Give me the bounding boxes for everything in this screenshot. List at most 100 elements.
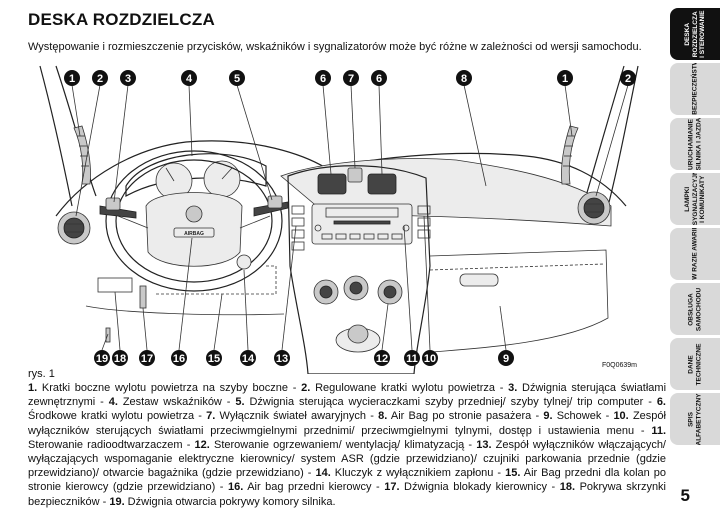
- callout-9: 9: [498, 350, 514, 366]
- right-a-pillar-inner: [585, 65, 625, 197]
- legend-number: 6.: [656, 396, 666, 409]
- glovebox-outline: [429, 249, 609, 353]
- svg-text:2: 2: [625, 73, 631, 85]
- chapter-tab-label: OBSŁUGA SAMOCHODU: [687, 287, 703, 331]
- legend-number: 19.: [109, 495, 125, 508]
- radio-unit: [311, 203, 413, 245]
- callout-17: 17: [139, 350, 155, 366]
- legend-text: Zespół wyłączników włączających/ wyłącza…: [28, 438, 666, 480]
- legend-number: 10.: [613, 410, 629, 423]
- chapter-tab-label: URUCHAMIANIE SILNIKA I JAZDA: [687, 118, 703, 170]
- callout-7: 7: [343, 70, 359, 86]
- callout-10: 10: [422, 350, 438, 366]
- legend-text: Zestaw wskaźników: [117, 396, 222, 409]
- legend-number: 9.: [543, 410, 553, 423]
- figure-legend: 1. Kratki boczne wylotu powietrza na szy…: [28, 382, 667, 508]
- callout-leader-lines: [71, 84, 629, 351]
- legend-number: 18.: [559, 481, 576, 494]
- legend-number: 3.: [508, 382, 518, 394]
- right-a-pillar-outline: [607, 65, 639, 207]
- chapter-tab-label: W RAZIE AWARII: [691, 228, 699, 280]
- callout-6-left: 6: [315, 70, 331, 86]
- right-adjustable-vent: [577, 191, 611, 225]
- callout-4: 4: [181, 70, 197, 86]
- brand-emblem: [185, 205, 203, 223]
- callout-15: 15: [206, 350, 222, 366]
- callout-6-right: 6: [371, 70, 387, 86]
- chapter-tab-label: DESKA ROZDZIELCZA I STEROWANIE: [683, 10, 706, 58]
- svg-text:12: 12: [376, 353, 388, 365]
- legend-text: Air Bag przedni dla kolan po stronie kie…: [28, 467, 666, 494]
- svg-text:6: 6: [376, 73, 382, 85]
- left-switch-panel: [291, 205, 305, 251]
- chapter-tab[interactable]: W RAZIE AWARII: [670, 228, 720, 280]
- legend-text: Kratki boczne wylotu powietrza na szyby …: [37, 382, 289, 394]
- svg-text:9: 9: [503, 353, 509, 365]
- svg-text:2: 2: [97, 73, 103, 85]
- callout-5: 5: [229, 70, 245, 86]
- chapter-tab[interactable]: SPIS ALFABETYCZNY: [670, 393, 720, 445]
- legend-text: Dźwignia sterująca światłami zewnętrznym…: [28, 382, 667, 409]
- svg-text:4: 4: [186, 73, 193, 85]
- page-number: 5: [680, 486, 690, 505]
- legend-number: 14.: [315, 467, 331, 480]
- steering-wheel-rim: [105, 150, 283, 292]
- callout-18: 18: [112, 350, 128, 366]
- legend-number: 16.: [227, 481, 244, 494]
- lights-stalk: [99, 197, 137, 219]
- svg-text:16: 16: [173, 353, 185, 365]
- svg-text:10: 10: [424, 353, 436, 365]
- svg-text:15: 15: [208, 353, 220, 365]
- callout-3: 3: [120, 70, 136, 86]
- svg-text:8: 8: [461, 73, 467, 85]
- legend-number: 17.: [384, 481, 400, 494]
- legend-text: Środkowe kratki wylotu powietrza: [28, 410, 195, 423]
- legend-text: Dźwignia otwarcia pokrywy komory silnika: [124, 495, 333, 508]
- chapter-tab[interactable]: DANE TECHNICZNE: [670, 338, 720, 390]
- chapter-tab[interactable]: DESKA ROZDZIELCZA I STEROWANIE: [670, 8, 720, 60]
- chapter-tab[interactable]: URUCHAMIANIE SILNIKA I JAZDA: [670, 118, 720, 170]
- glovebox-handle: [459, 273, 499, 287]
- svg-text:3: 3: [125, 73, 131, 85]
- legend-number: 15.: [505, 467, 521, 480]
- chapter-tab[interactable]: BEZPIECZEŃSTWO: [670, 63, 720, 115]
- legend-number: 13.: [476, 438, 492, 451]
- svg-text:11: 11: [406, 353, 418, 365]
- left-a-pillar-outline: [39, 65, 73, 207]
- callout-13: 13: [274, 350, 290, 366]
- chapter-tab-label: BEZPIECZEŃSTWO: [691, 63, 699, 115]
- intro-text: Występowanie i rozmieszczenie przycisków…: [28, 41, 642, 53]
- svg-text:13: 13: [276, 353, 288, 365]
- climate-controls: [313, 275, 403, 305]
- legend-number: 11.: [651, 424, 666, 437]
- center-console-outline: [287, 165, 431, 374]
- legend-text: Air bag przedni kierowcy: [243, 481, 372, 494]
- svg-text:17: 17: [141, 353, 153, 365]
- svg-text:1: 1: [562, 73, 568, 85]
- legend-number: 4.: [108, 396, 118, 409]
- svg-text:19: 19: [96, 353, 108, 365]
- passenger-airbag-seam: [429, 263, 605, 271]
- legend-text: Sterowanie ogrzewaniem/ wentylacją/ klim…: [209, 438, 465, 451]
- chapter-tabs: DESKA ROZDZIELCZA I STEROWANIE BEZPIECZEŃ…: [670, 8, 720, 448]
- left-adjustable-vent: [57, 211, 91, 245]
- callout-12: 12: [374, 350, 390, 366]
- chapter-tab[interactable]: OBSŁUGA SAMOCHODU: [670, 283, 720, 335]
- callout-1-right: 1: [557, 70, 573, 86]
- svg-text:14: 14: [242, 353, 255, 365]
- figure-code: F0Q0639m: [602, 362, 638, 369]
- chapter-tab[interactable]: LAMPKI SYGNALIZACYJNE I KOMUNIKATY: [670, 173, 720, 225]
- legend-text: Sterowanie radioodtwarzaczem: [28, 438, 183, 451]
- chapter-tab-label: LAMPKI SYGNALIZACYJNE I KOMUNIKATY: [683, 173, 706, 225]
- legend-number: 12.: [194, 438, 210, 451]
- svg-text:5: 5: [234, 73, 240, 85]
- knee-airbag-outline: [156, 265, 277, 295]
- chapter-tab-label: SPIS ALFABETYCZNY: [687, 393, 703, 445]
- legend-text: Kluczyk z wyłącznikiem zapłonu: [330, 467, 494, 480]
- callout-2-left: 2: [92, 70, 108, 86]
- figure-caption: rys. 1: [28, 368, 55, 380]
- ignition-switch: [236, 254, 252, 270]
- legend-text: Dźwignia sterująca wycieraczkami szyby p…: [244, 396, 644, 409]
- callout-2-right: 2: [620, 70, 636, 86]
- chapter-tab-label: DANE TECHNICZNE: [687, 343, 703, 385]
